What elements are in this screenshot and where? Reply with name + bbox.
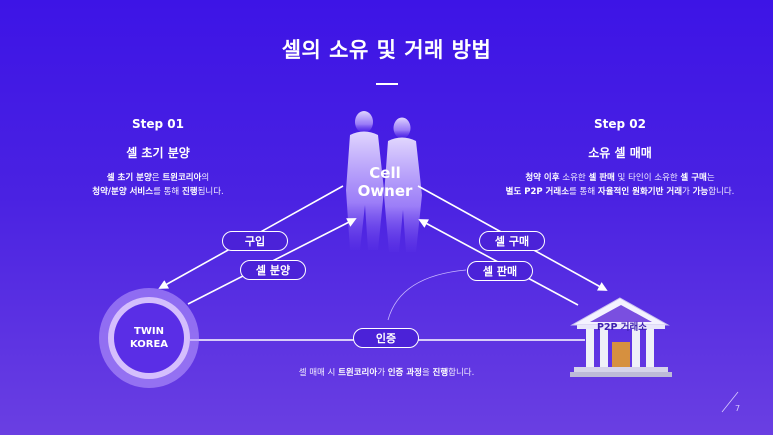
page-number: 7 [735,404,741,413]
title-underline [376,83,398,85]
page-title: 셀의 소유 및 거래 방법 [281,38,492,62]
bottom-note: 셀 매매 시 트윈코리아가 인증 과정을 진행합니다. [298,368,475,378]
step2-label: Step 02 [594,117,646,131]
exchange-label: P2P 거래소 [596,322,648,333]
auth-link-curve [387,269,467,321]
twin-korea-line1: TWIN [134,326,164,337]
step2-desc-line1: 청약 이후 소유한 셀 판매 및 타인이 소유한 셀 구매는 [525,173,715,183]
step1-label: Step 01 [132,117,184,131]
cell-sell-pill: 셀 판매 [467,261,533,281]
auth-pill: 인증 [353,328,419,348]
step1-subtitle: 셀 초기 분양 [126,146,190,160]
exchange-building-icon [570,297,672,377]
buy-pill: 구입 [222,231,288,251]
page-divider-slash [721,391,739,413]
step2-desc-line2: 별도 P2P 거래소를 통해 자율적인 원화기반 거래가 가능합니다. [505,187,735,197]
twin-korea-node: TWIN KOREA [114,303,184,373]
cell-buy-pill: 셀 구매 [479,231,545,251]
twin-korea-line2: KOREA [129,339,169,350]
step2-description: 청약 이후 소유한 셀 판매 및 타인이 소유한 셀 구매는 별도 P2P 거래… [470,171,770,199]
step1-description: 셀 초기 분양은 트윈코리아의 청약/분양 서비스를 통해 진행됩니다. [30,171,286,199]
step2-subtitle: 소유 셀 매매 [588,146,652,160]
step1-desc-line1: 셀 초기 분양은 트윈코리아의 [106,173,210,183]
cell-owner-line2: Owner [357,182,413,200]
step1-desc-line2: 청약/분양 서비스를 통해 진행됩니다. [92,187,224,197]
cell-owner-label: Cell Owner [330,164,440,200]
sale-pill: 셀 분양 [240,260,306,280]
cell-owner-line1: Cell [369,164,401,182]
